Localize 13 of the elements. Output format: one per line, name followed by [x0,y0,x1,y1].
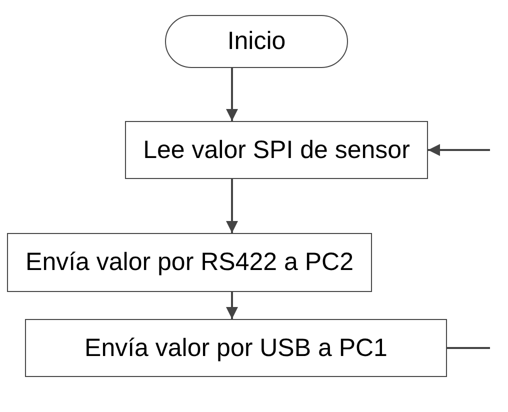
node-label: Envía valor por RS422 a PC2 [26,248,354,277]
arrow [226,179,238,233]
process-box [25,319,447,377]
node-label: Inicio [227,27,286,56]
node-label: Lee valor SPI de sensor [143,136,410,164]
arrow [428,144,490,156]
connector-line [447,347,490,349]
arrow [226,68,238,121]
start-terminator [165,15,348,68]
arrow [226,292,238,319]
process-box [125,121,428,179]
node-label: Envía valor por USB a PC1 [84,334,388,362]
process-box [7,233,372,292]
